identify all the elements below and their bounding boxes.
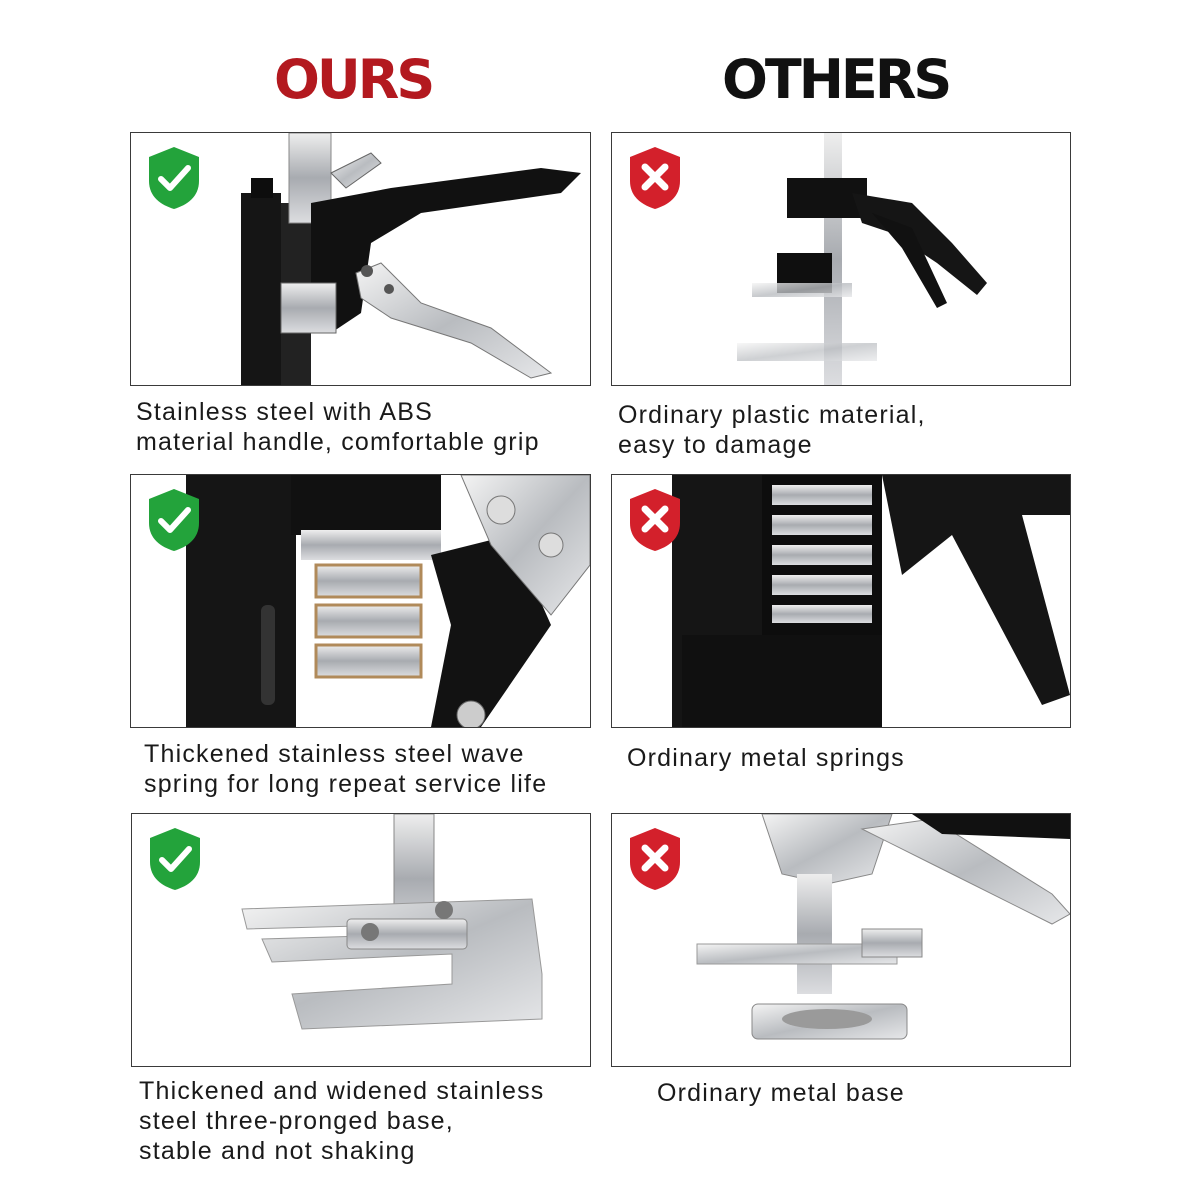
cross-shield-icon [630,828,680,890]
check-shield-icon [149,489,199,551]
others-handle-image [611,132,1071,386]
others-base-image [611,813,1071,1067]
others-base-caption: Ordinary metal base [657,1079,905,1107]
others-heading: OTHERS [722,48,952,111]
ours-handle-caption: Stainless steel with ABS material handle… [136,398,540,456]
cross-shield-icon [630,489,680,551]
others-handle-caption: Ordinary plastic material, easy to damag… [618,401,926,459]
check-shield-icon [149,147,199,209]
cross-shield-icon [630,147,680,209]
ours-base-caption: Thickened and widened stainless steel th… [139,1077,545,1165]
check-shield-icon [150,828,200,890]
ours-heading: OURS [274,48,435,111]
ours-spring-image [130,474,591,728]
ours-base-image [131,813,591,1067]
ours-handle-image [130,132,591,386]
others-spring-caption: Ordinary metal springs [627,744,905,772]
ours-spring-caption: Thickened stainless steel wave spring fo… [144,740,548,798]
others-spring-image [611,474,1071,728]
